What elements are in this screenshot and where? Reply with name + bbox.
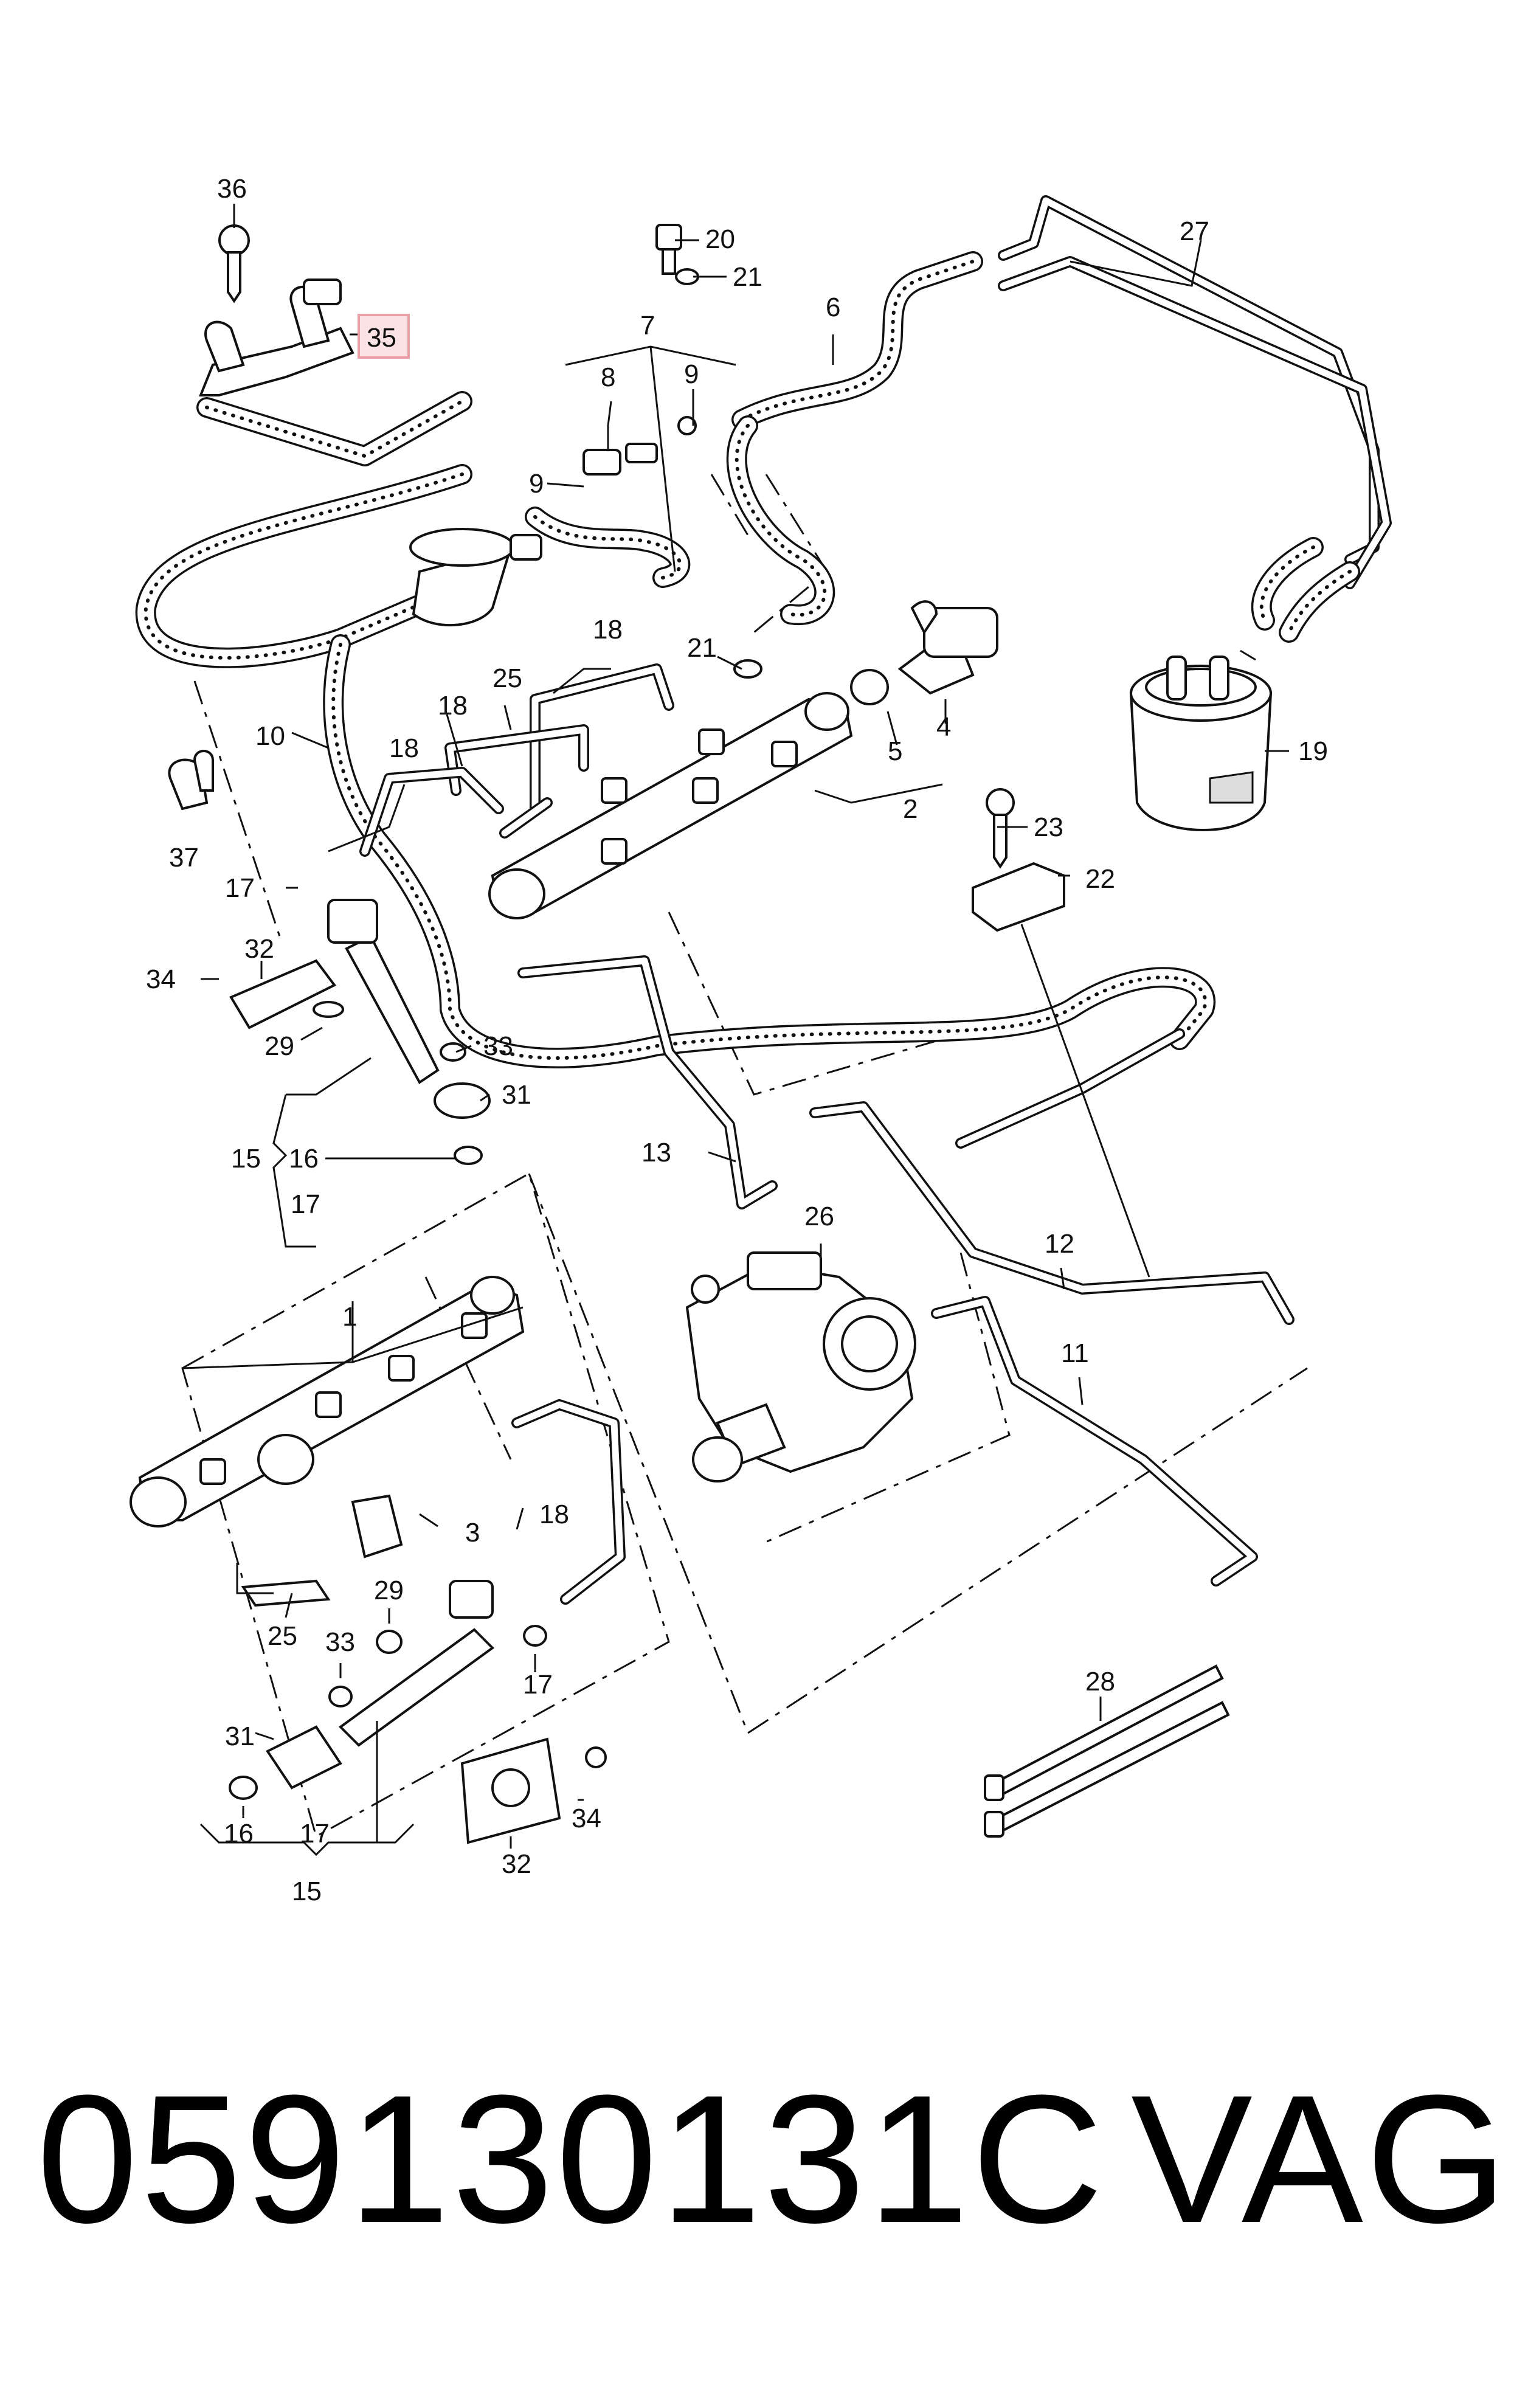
label-17: 17 — [225, 873, 255, 903]
label-5: 5 — [888, 736, 902, 766]
label-34: 34 — [146, 964, 176, 994]
label-17b: 17 — [291, 1189, 320, 1219]
label-27: 27 — [1180, 216, 1209, 246]
label-19: 19 — [1298, 736, 1328, 766]
label-31: 31 — [502, 1080, 531, 1110]
high-pressure-pump — [685, 1251, 916, 1483]
label-29: 29 — [264, 1031, 294, 1061]
label-21b: 21 — [687, 633, 717, 663]
bracket-35 — [199, 224, 354, 396]
label-33: 33 — [483, 1031, 513, 1061]
injector-pipe-lower — [511, 1399, 626, 1605]
label-25: 25 — [493, 663, 522, 693]
label-31b: 31 — [225, 1721, 255, 1751]
label-11: 11 — [1061, 1338, 1089, 1368]
label-28: 28 — [1085, 1667, 1115, 1697]
fuel-hose-assembly — [525, 251, 983, 626]
label-36: 36 — [217, 174, 247, 204]
injector-pipes-upper — [359, 663, 674, 857]
label-35: 35 — [367, 323, 396, 353]
label-16b: 16 — [224, 1819, 254, 1849]
fuel-pipe-27 — [998, 195, 1392, 643]
fuel-rail-upper — [488, 692, 853, 919]
injector-upper — [229, 899, 491, 1165]
label-17d: 17 — [300, 1819, 330, 1849]
part-number-caption: 059130131C — [36, 2057, 1106, 2261]
label-15b: 15 — [292, 1877, 322, 1906]
pressure-regulator — [850, 600, 998, 705]
label-9b: 9 — [529, 469, 544, 499]
label-10: 10 — [255, 721, 285, 751]
label-32b: 32 — [502, 1849, 531, 1879]
leader-lines — [182, 204, 1289, 1856]
part-labels: 35 36 20 21 7 6 27 8 9 9 18 21 25 18 10 … — [146, 174, 1328, 1906]
label-22: 22 — [1085, 864, 1115, 894]
label-18: 18 — [593, 615, 623, 645]
label-32: 32 — [244, 934, 274, 964]
label-25b: 25 — [268, 1621, 297, 1651]
label-18c: 18 — [389, 733, 419, 763]
label-7: 7 — [640, 311, 655, 341]
cable-ties — [984, 1664, 1230, 1838]
label-1: 1 — [342, 1302, 357, 1332]
fuel-rail-lower — [130, 1276, 525, 1607]
label-16: 16 — [289, 1144, 319, 1174]
brand-caption: VAG — [1131, 2057, 1510, 2261]
label-15: 15 — [231, 1144, 261, 1174]
label-33b: 33 — [325, 1627, 355, 1657]
label-18d: 18 — [539, 1500, 569, 1529]
label-12: 12 — [1045, 1229, 1074, 1259]
label-4: 4 — [936, 712, 951, 742]
label-20: 20 — [705, 224, 735, 254]
label-8: 8 — [601, 362, 615, 392]
label-26: 26 — [804, 1202, 834, 1231]
injector-lower — [229, 1580, 607, 1844]
fuel-return-hose — [135, 391, 1216, 1068]
label-9: 9 — [684, 359, 699, 389]
fuel-cooler — [409, 528, 542, 627]
label-29b: 29 — [374, 1576, 404, 1605]
label-37: 37 — [169, 843, 199, 873]
label-18b: 18 — [438, 691, 468, 721]
label-13: 13 — [641, 1138, 671, 1168]
label-6: 6 — [826, 292, 840, 322]
highlight-box — [358, 314, 410, 359]
label-17c: 17 — [523, 1670, 553, 1700]
label-23: 23 — [1034, 812, 1063, 842]
high-pressure-lines — [517, 955, 1295, 1586]
label-34b: 34 — [572, 1804, 601, 1833]
fuel-filter — [1129, 656, 1273, 831]
label-3: 3 — [465, 1518, 480, 1548]
label-21: 21 — [733, 262, 762, 292]
bracket-22 — [972, 788, 1065, 932]
label-2: 2 — [903, 794, 918, 824]
clip-37 — [168, 750, 214, 811]
